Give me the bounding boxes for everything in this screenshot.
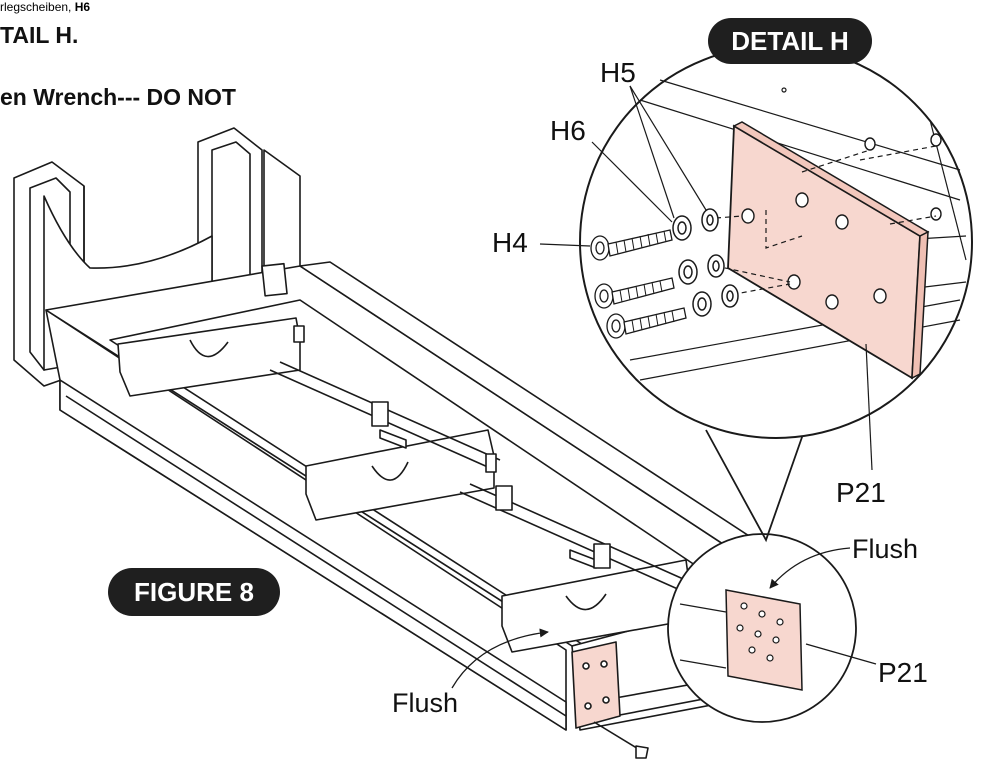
label-flush-right: Flush bbox=[852, 534, 918, 564]
bolt-2 bbox=[594, 277, 675, 309]
washer-group-h6 bbox=[672, 215, 712, 317]
washer-group-h5 bbox=[701, 208, 739, 308]
detail-circle bbox=[539, 45, 973, 471]
label-flush-left: Flush bbox=[392, 688, 458, 718]
flush-right-arrow bbox=[769, 547, 851, 589]
end-plate-left bbox=[571, 641, 621, 729]
bolt-group-h4 bbox=[590, 229, 687, 339]
header-parts-text: rlegscheiben, bbox=[0, 0, 75, 14]
base-frame bbox=[13, 127, 793, 759]
inset-plate-p21 bbox=[725, 589, 803, 691]
header-parts-line: rlegscheiben, H6 bbox=[0, 0, 90, 14]
bolt-1 bbox=[590, 229, 673, 261]
label-p21-detail: P21 bbox=[836, 477, 886, 508]
callout-cone bbox=[705, 419, 809, 543]
flush-left-arrow bbox=[451, 628, 549, 689]
label-h6: H6 bbox=[550, 115, 586, 146]
label-p21-inset: P21 bbox=[878, 657, 928, 688]
header-parts-code: H6 bbox=[74, 0, 91, 14]
figure-8-badge-text: FIGURE 8 bbox=[134, 577, 254, 607]
inset-circle bbox=[667, 533, 857, 723]
figure-8-badge: FIGURE 8 bbox=[108, 568, 280, 616]
detail-h-badge: DETAIL H bbox=[708, 18, 872, 64]
header-warning: en Wrench--- DO NOT bbox=[0, 84, 236, 110]
header-detail-reference: TAIL H. bbox=[0, 22, 79, 48]
label-h4: H4 bbox=[492, 227, 528, 258]
label-h5: H5 bbox=[600, 57, 636, 88]
bolt-3 bbox=[606, 307, 687, 339]
detail-h-badge-text: DETAIL H bbox=[731, 26, 848, 56]
